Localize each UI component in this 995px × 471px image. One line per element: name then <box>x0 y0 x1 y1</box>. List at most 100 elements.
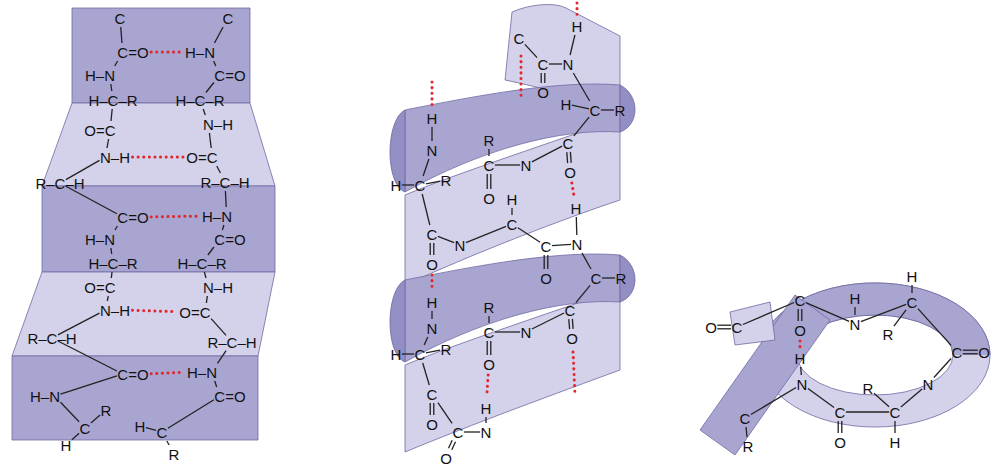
atom-label: H–N <box>187 364 217 381</box>
bond-line <box>206 83 214 93</box>
atom-label: C <box>835 404 846 421</box>
atom-label: R <box>441 341 452 358</box>
bond-line <box>107 139 109 148</box>
bond-line <box>894 310 906 326</box>
atom-label: N–H <box>100 302 130 319</box>
bond-line <box>544 255 545 269</box>
atom-label: N <box>427 320 438 337</box>
bond-line <box>218 351 227 364</box>
atom-label: R <box>883 326 894 343</box>
atom-label: O <box>483 356 495 373</box>
bond-line <box>110 248 112 254</box>
bond-line <box>168 400 214 429</box>
bond-line <box>549 63 562 64</box>
atom-label: O <box>705 319 717 336</box>
bond-line <box>798 309 799 321</box>
hydrogen-bond <box>799 341 802 347</box>
atom-label: C <box>427 226 438 243</box>
helix-front-band <box>405 254 620 362</box>
bond-line <box>222 225 224 230</box>
atom-label: R <box>169 446 180 463</box>
bond-line <box>751 388 796 415</box>
atom-label: R <box>441 172 452 189</box>
atom-label: C=O <box>214 388 245 405</box>
bond-line <box>576 217 578 235</box>
atom-label: H–C–R <box>175 92 224 109</box>
atom-label: R–C–H <box>35 175 84 192</box>
bond-line <box>115 61 118 66</box>
hydrogen-bond <box>431 82 434 106</box>
bond-line <box>570 35 575 55</box>
atom-label: H–N <box>85 231 115 248</box>
bond-line <box>963 350 978 351</box>
atom-label: H–C–R <box>177 255 226 272</box>
bond-line <box>911 285 912 293</box>
bond-line <box>841 421 842 433</box>
atom-label: O <box>794 322 806 339</box>
atom-label: C <box>484 157 495 174</box>
bond-line <box>61 376 117 394</box>
bond-line <box>574 117 589 136</box>
atom-label: H–N <box>30 388 60 405</box>
bond-line <box>146 428 156 431</box>
hydrogen-bond <box>133 310 177 311</box>
bond-line <box>874 393 889 406</box>
atom-label: C <box>453 424 464 441</box>
atom-label: C=O <box>117 366 148 383</box>
atom-label: O <box>564 164 576 181</box>
bond-line <box>121 27 122 43</box>
bond-line <box>901 389 922 407</box>
hydrogen-bond <box>576 3 579 15</box>
atom-label: N–H <box>203 116 233 133</box>
bond-line <box>602 277 615 278</box>
bond-line <box>547 255 548 269</box>
hydrogen-bond <box>133 156 184 159</box>
atom-label: N <box>923 376 934 393</box>
bond-line <box>934 359 951 378</box>
atom-label: H–C–R <box>88 255 137 272</box>
bond-line <box>422 194 430 225</box>
atom-label: C <box>541 238 552 255</box>
atom-label: N <box>521 157 532 174</box>
bond-line <box>532 313 564 329</box>
atom-label: R <box>101 402 112 419</box>
bond-line <box>487 341 488 355</box>
bond-line <box>801 309 802 321</box>
bond-line <box>225 191 227 207</box>
atom-label: R <box>615 102 626 119</box>
bond-line <box>433 403 434 415</box>
bond-line <box>167 441 169 445</box>
atom-label: R <box>484 132 495 149</box>
atom-label: O <box>834 434 846 451</box>
atom-label: C <box>507 216 518 233</box>
atom-label: N <box>797 376 808 393</box>
bond-line <box>573 73 589 101</box>
atom-label: O <box>566 330 578 347</box>
bond-line <box>466 226 506 242</box>
bond-line <box>806 303 849 322</box>
atom-label: C <box>415 177 426 194</box>
bond-line <box>431 311 432 319</box>
bond-line <box>449 440 453 448</box>
bond-line <box>61 402 80 422</box>
atom-label: N–H <box>203 279 233 296</box>
atom-label: C <box>223 10 234 27</box>
bond-line <box>111 109 112 121</box>
bond-line <box>894 421 895 433</box>
atom-label: C <box>157 424 168 441</box>
sheet-band <box>72 8 250 103</box>
atom-label: R <box>863 380 874 397</box>
atom-label: N <box>521 324 532 341</box>
atom-label: C <box>115 10 126 27</box>
atom-label: O=C <box>84 279 115 296</box>
hydrogen-bond <box>520 56 523 96</box>
atom-label: R–C–H <box>207 334 256 351</box>
bond-line <box>215 27 224 43</box>
atom-label: H–N <box>185 44 215 61</box>
bond-line <box>72 433 79 439</box>
atom-label: H <box>427 110 438 127</box>
bond-line <box>206 296 208 303</box>
bond-line <box>544 73 545 83</box>
